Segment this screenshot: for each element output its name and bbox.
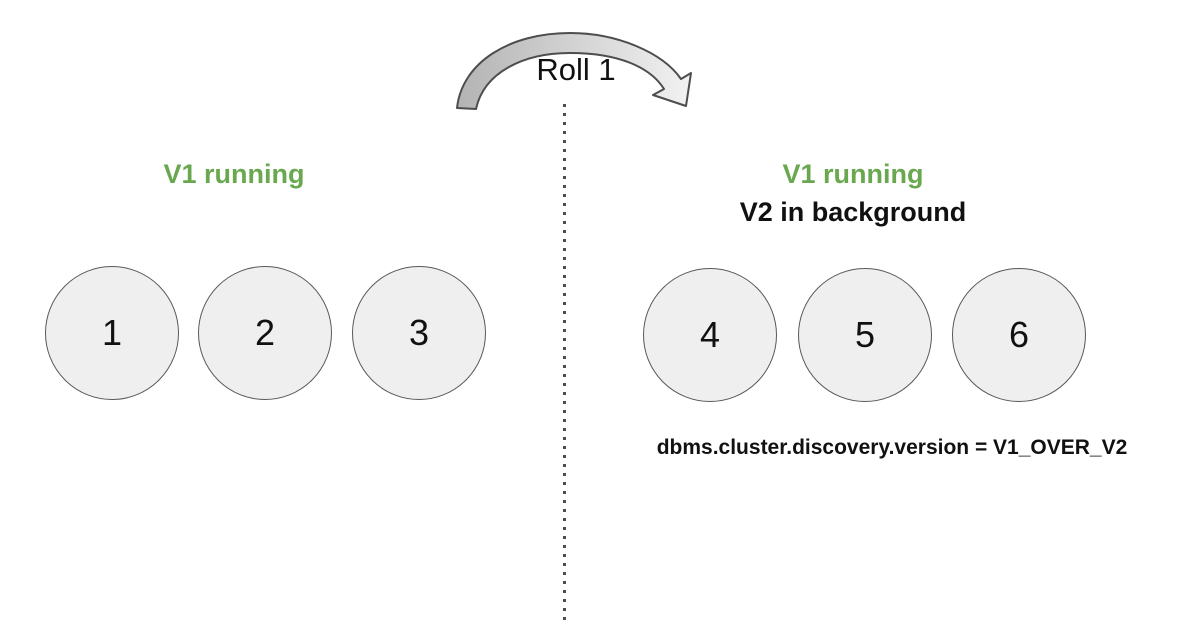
right-substatus-label: V2 in background — [739, 197, 967, 227]
config-setting-label: dbms.cluster.discovery.version = V1_OVER… — [656, 436, 1128, 459]
dotted-divider-line — [563, 104, 566, 626]
node-label: 5 — [854, 314, 876, 355]
node-label: 4 — [699, 314, 721, 355]
node-label: 1 — [101, 312, 123, 353]
node-circle-2: 2 — [198, 266, 332, 400]
node-circle-6: 6 — [952, 268, 1086, 402]
roll-arrow — [456, 32, 692, 110]
roll-step-label: Roll 1 — [536, 52, 616, 87]
node-circle-5: 5 — [798, 268, 932, 402]
node-circle-3: 3 — [352, 266, 486, 400]
left-status-label: V1 running — [163, 159, 305, 189]
node-circle-1: 1 — [45, 266, 179, 400]
node-label: 2 — [254, 312, 276, 353]
right-status-label: V1 running — [782, 159, 924, 189]
node-circle-4: 4 — [643, 268, 777, 402]
node-label: 6 — [1008, 314, 1030, 355]
node-label: 3 — [408, 312, 430, 353]
curved-arrow-icon — [456, 32, 692, 110]
